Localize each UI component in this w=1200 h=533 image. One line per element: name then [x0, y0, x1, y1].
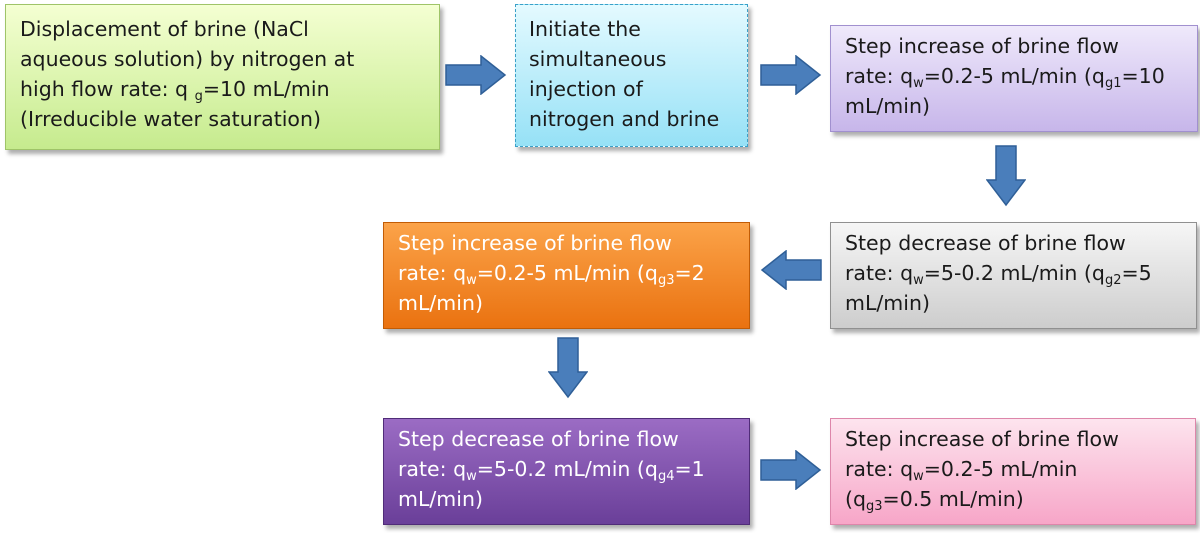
text-fragment: =0.2-5 mL/min (q [923, 64, 1105, 88]
arrow-down-icon [548, 337, 588, 399]
box-line: rate: qw=5-0.2 mL/min (qg4=1 [398, 454, 737, 484]
box-line: Initiate the [529, 17, 641, 41]
step-box-increase-qg3-final: Step increase of brine flow rate: qw=0.2… [830, 418, 1196, 525]
step-box-displacement: Displacement of brine (NaCl aqueous solu… [5, 4, 440, 150]
box-line: Displacement of brine (NaCl [20, 17, 309, 41]
subscript: g3 [657, 273, 675, 288]
text-fragment: rate: q [398, 261, 467, 285]
text-fragment: =10 mL/min [202, 77, 330, 101]
box-line: rate: qw=5-0.2 mL/min (qg2=5 [845, 258, 1184, 288]
box-line: Step decrease of brine flow [845, 231, 1126, 255]
subscript: w [466, 469, 477, 484]
text-fragment: =5 [1121, 261, 1152, 285]
arrow-right-icon [760, 450, 822, 490]
arrow-right-icon [445, 55, 507, 95]
arrow-right-icon [760, 55, 822, 95]
box-line: simultaneous [529, 47, 667, 71]
box-line: mL/min) [398, 487, 483, 511]
text-fragment: =2 [674, 261, 705, 285]
box-line: Step decrease of brine flow [398, 427, 679, 451]
step-box-increase-qg1: Step increase of brine flow rate: qw=0.2… [830, 25, 1198, 132]
step-box-decrease-qg4: Step decrease of brine flow rate: qw=5-0… [383, 418, 750, 525]
step-box-increase-qg3: Step increase of brine flow rate: qw=0.2… [383, 222, 750, 329]
subscript: g [194, 89, 203, 104]
box-line: high flow rate: q g=10 mL/min [20, 74, 427, 104]
box-line: Step increase of brine flow [845, 34, 1119, 58]
text-fragment: rate: q [845, 261, 914, 285]
step-box-decrease-qg2: Step decrease of brine flow rate: qw=5-0… [830, 222, 1197, 329]
box-line: aqueous solution) by nitrogen at [20, 47, 355, 71]
box-line: injection of [529, 77, 643, 101]
subscript: w [466, 273, 477, 288]
box-line: rate: qw=0.2-5 mL/min (qg3=2 [398, 258, 737, 288]
text-fragment: =0.5 mL/min) [882, 487, 1024, 511]
subscript: w [913, 469, 924, 484]
text-fragment: high flow rate: q [20, 77, 189, 101]
box-line: (qg3=0.5 mL/min) [845, 484, 1183, 514]
box-line: Step increase of brine flow [845, 427, 1119, 451]
subscript: g1 [1104, 76, 1122, 91]
subscript: w [913, 76, 924, 91]
text-fragment: =5-0.2 mL/min (q [923, 261, 1105, 285]
step-box-initiate-injection: Initiate the simultaneous injection of n… [515, 4, 748, 147]
subscript: g3 [866, 499, 883, 514]
box-line: mL/min) [398, 291, 483, 315]
text-fragment: =5-0.2 mL/min (q [476, 457, 658, 481]
box-line: nitrogen and brine [529, 107, 720, 131]
subscript: g4 [657, 469, 675, 484]
text-fragment: rate: q [845, 457, 914, 481]
text-fragment: =0.2-5 mL/min [923, 457, 1078, 481]
subscript: g2 [1104, 273, 1122, 288]
box-line: rate: qw=0.2-5 mL/min [845, 454, 1183, 484]
text-fragment: =1 [674, 457, 705, 481]
arrow-left-icon [760, 250, 822, 290]
box-line: rate: qw=0.2-5 mL/min (qg1=10 [845, 61, 1185, 91]
box-line: (Irreducible water saturation) [20, 107, 321, 131]
box-line: mL/min) [845, 291, 930, 315]
arrow-down-icon [986, 145, 1026, 207]
box-line: Step increase of brine flow [398, 231, 672, 255]
subscript: w [913, 273, 924, 288]
text-fragment: rate: q [845, 64, 914, 88]
text-fragment: =10 [1121, 64, 1165, 88]
text-fragment: =0.2-5 mL/min (q [476, 261, 658, 285]
text-fragment: rate: q [398, 457, 467, 481]
box-line: mL/min) [845, 94, 930, 118]
text-fragment: (q [845, 487, 867, 511]
